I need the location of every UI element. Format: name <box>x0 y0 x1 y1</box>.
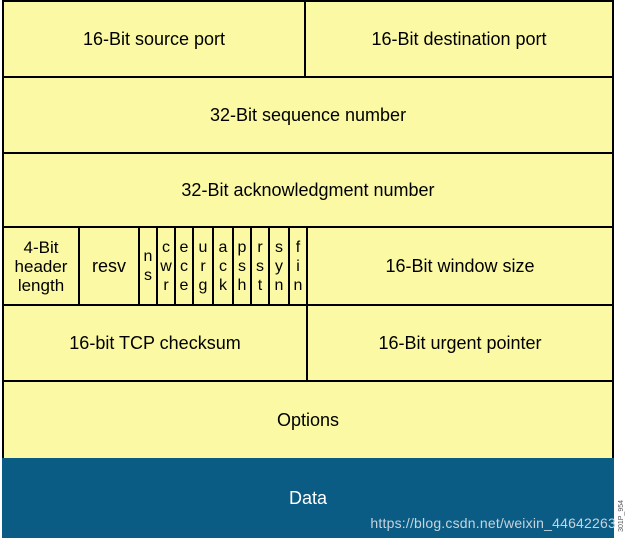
destination-port-field: 16-Bit destination port <box>304 0 614 78</box>
flag-ack-letter-3: k <box>219 276 227 294</box>
options-label: Options <box>276 409 340 430</box>
flag-ns-letter-2: s <box>144 267 152 284</box>
flag-cwr: c w r <box>156 226 176 306</box>
flag-fin-letter-3: n <box>293 276 303 294</box>
figure-code: 301P_954 <box>618 500 625 532</box>
flag-fin-letter-1: f <box>295 238 301 256</box>
options-field: Options <box>2 380 614 460</box>
destination-port-label: 16-Bit destination port <box>371 28 547 49</box>
header-length-field: 4-Bit header length <box>2 226 80 306</box>
flag-ns: n s <box>138 226 158 306</box>
flag-psh-letter-1: p <box>237 238 247 256</box>
flag-cwr-letter-2: w <box>160 257 172 275</box>
flag-fin: f i n <box>288 226 308 306</box>
reserved-field: resv <box>78 226 140 306</box>
watermark-url: https://blog.csdn.net/weixin_44642263 <box>370 515 616 531</box>
flag-fin-letter-2: i <box>296 257 300 275</box>
flag-ece-letter-3: e <box>179 276 189 294</box>
source-port-label: 16-Bit source port <box>82 28 226 49</box>
flag-ece-letter-1: e <box>179 238 189 256</box>
flag-urg: u r g <box>192 226 214 306</box>
window-size-field: 16-Bit window size <box>306 226 614 306</box>
flag-psh-letter-2: s <box>238 257 246 275</box>
sequence-number-field: 32-Bit sequence number <box>2 76 614 154</box>
checksum-label: 16-bit TCP checksum <box>69 332 241 353</box>
flag-urg-letter-1: u <box>198 238 208 256</box>
flag-rst: r s t <box>250 226 270 306</box>
flag-rst-letter-2: s <box>256 257 264 275</box>
flag-rst-letter-3: t <box>257 276 263 294</box>
flag-ns-letter-1: n <box>143 248 153 265</box>
flag-ece-letter-2: c <box>180 257 188 275</box>
flag-syn: s y n <box>268 226 290 306</box>
data-field: Data <box>2 458 614 538</box>
urgent-pointer-label: 16-Bit urgent pointer <box>378 332 542 353</box>
reserved-label: resv <box>91 255 126 276</box>
flag-cwr-letter-3: r <box>163 276 169 294</box>
flag-urg-letter-2: r <box>200 257 206 275</box>
checksum-field: 16-bit TCP checksum <box>2 304 308 382</box>
flag-urg-letter-3: g <box>198 276 208 294</box>
urgent-pointer-field: 16-Bit urgent pointer <box>306 304 614 382</box>
flag-ack-letter-2: c <box>219 257 227 275</box>
header-length-line-2: header <box>14 256 68 276</box>
header-length-line-3: length <box>17 275 65 295</box>
acknowledgment-number-label: 32-Bit acknowledgment number <box>181 179 435 200</box>
flag-psh-letter-3: h <box>237 276 247 294</box>
sequence-number-label: 32-Bit sequence number <box>209 104 407 125</box>
flag-ece: e c e <box>174 226 194 306</box>
window-size-label: 16-Bit window size <box>385 255 535 276</box>
flag-rst-letter-1: r <box>257 238 263 256</box>
flag-syn-letter-2: y <box>275 257 283 275</box>
flag-syn-letter-1: s <box>275 238 283 256</box>
flag-psh: p s h <box>232 226 252 306</box>
flag-cwr-letter-1: c <box>162 238 170 256</box>
source-port-field: 16-Bit source port <box>2 0 306 78</box>
tcp-header-diagram: 16-Bit source port 16-Bit destination po… <box>2 0 614 538</box>
flag-ack-letter-1: a <box>218 238 228 256</box>
acknowledgment-number-field: 32-Bit acknowledgment number <box>2 152 614 228</box>
header-length-line-1: 4-Bit <box>23 237 59 257</box>
flag-syn-letter-3: n <box>274 276 284 294</box>
flag-ack: a c k <box>212 226 234 306</box>
data-label: Data <box>288 487 328 508</box>
